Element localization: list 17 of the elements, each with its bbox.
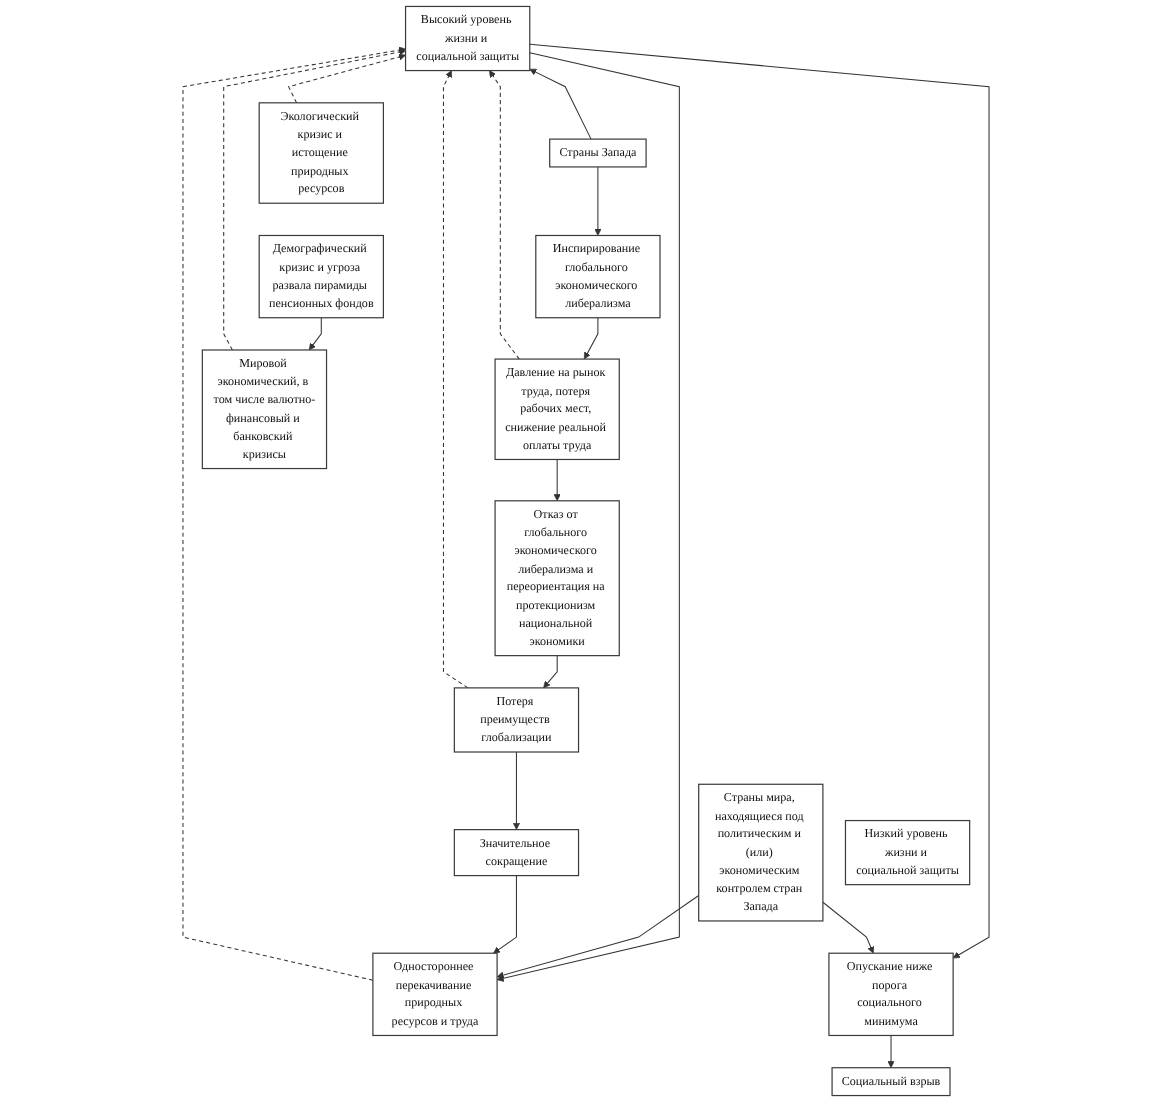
arrow (887, 1034, 895, 1069)
arrow (512, 751, 520, 830)
arrow (594, 166, 602, 236)
arrow (287, 53, 406, 104)
arrow (308, 317, 322, 351)
arrow (822, 901, 875, 954)
arrow (493, 875, 517, 954)
arrow (496, 895, 700, 979)
arrow (442, 70, 469, 689)
arrow (553, 458, 561, 502)
arrow (583, 317, 599, 360)
arrow (543, 655, 558, 689)
arrow (182, 46, 406, 981)
arrow (529, 43, 990, 959)
arrow (529, 68, 592, 140)
arrow (223, 48, 406, 351)
arrow (489, 70, 520, 360)
